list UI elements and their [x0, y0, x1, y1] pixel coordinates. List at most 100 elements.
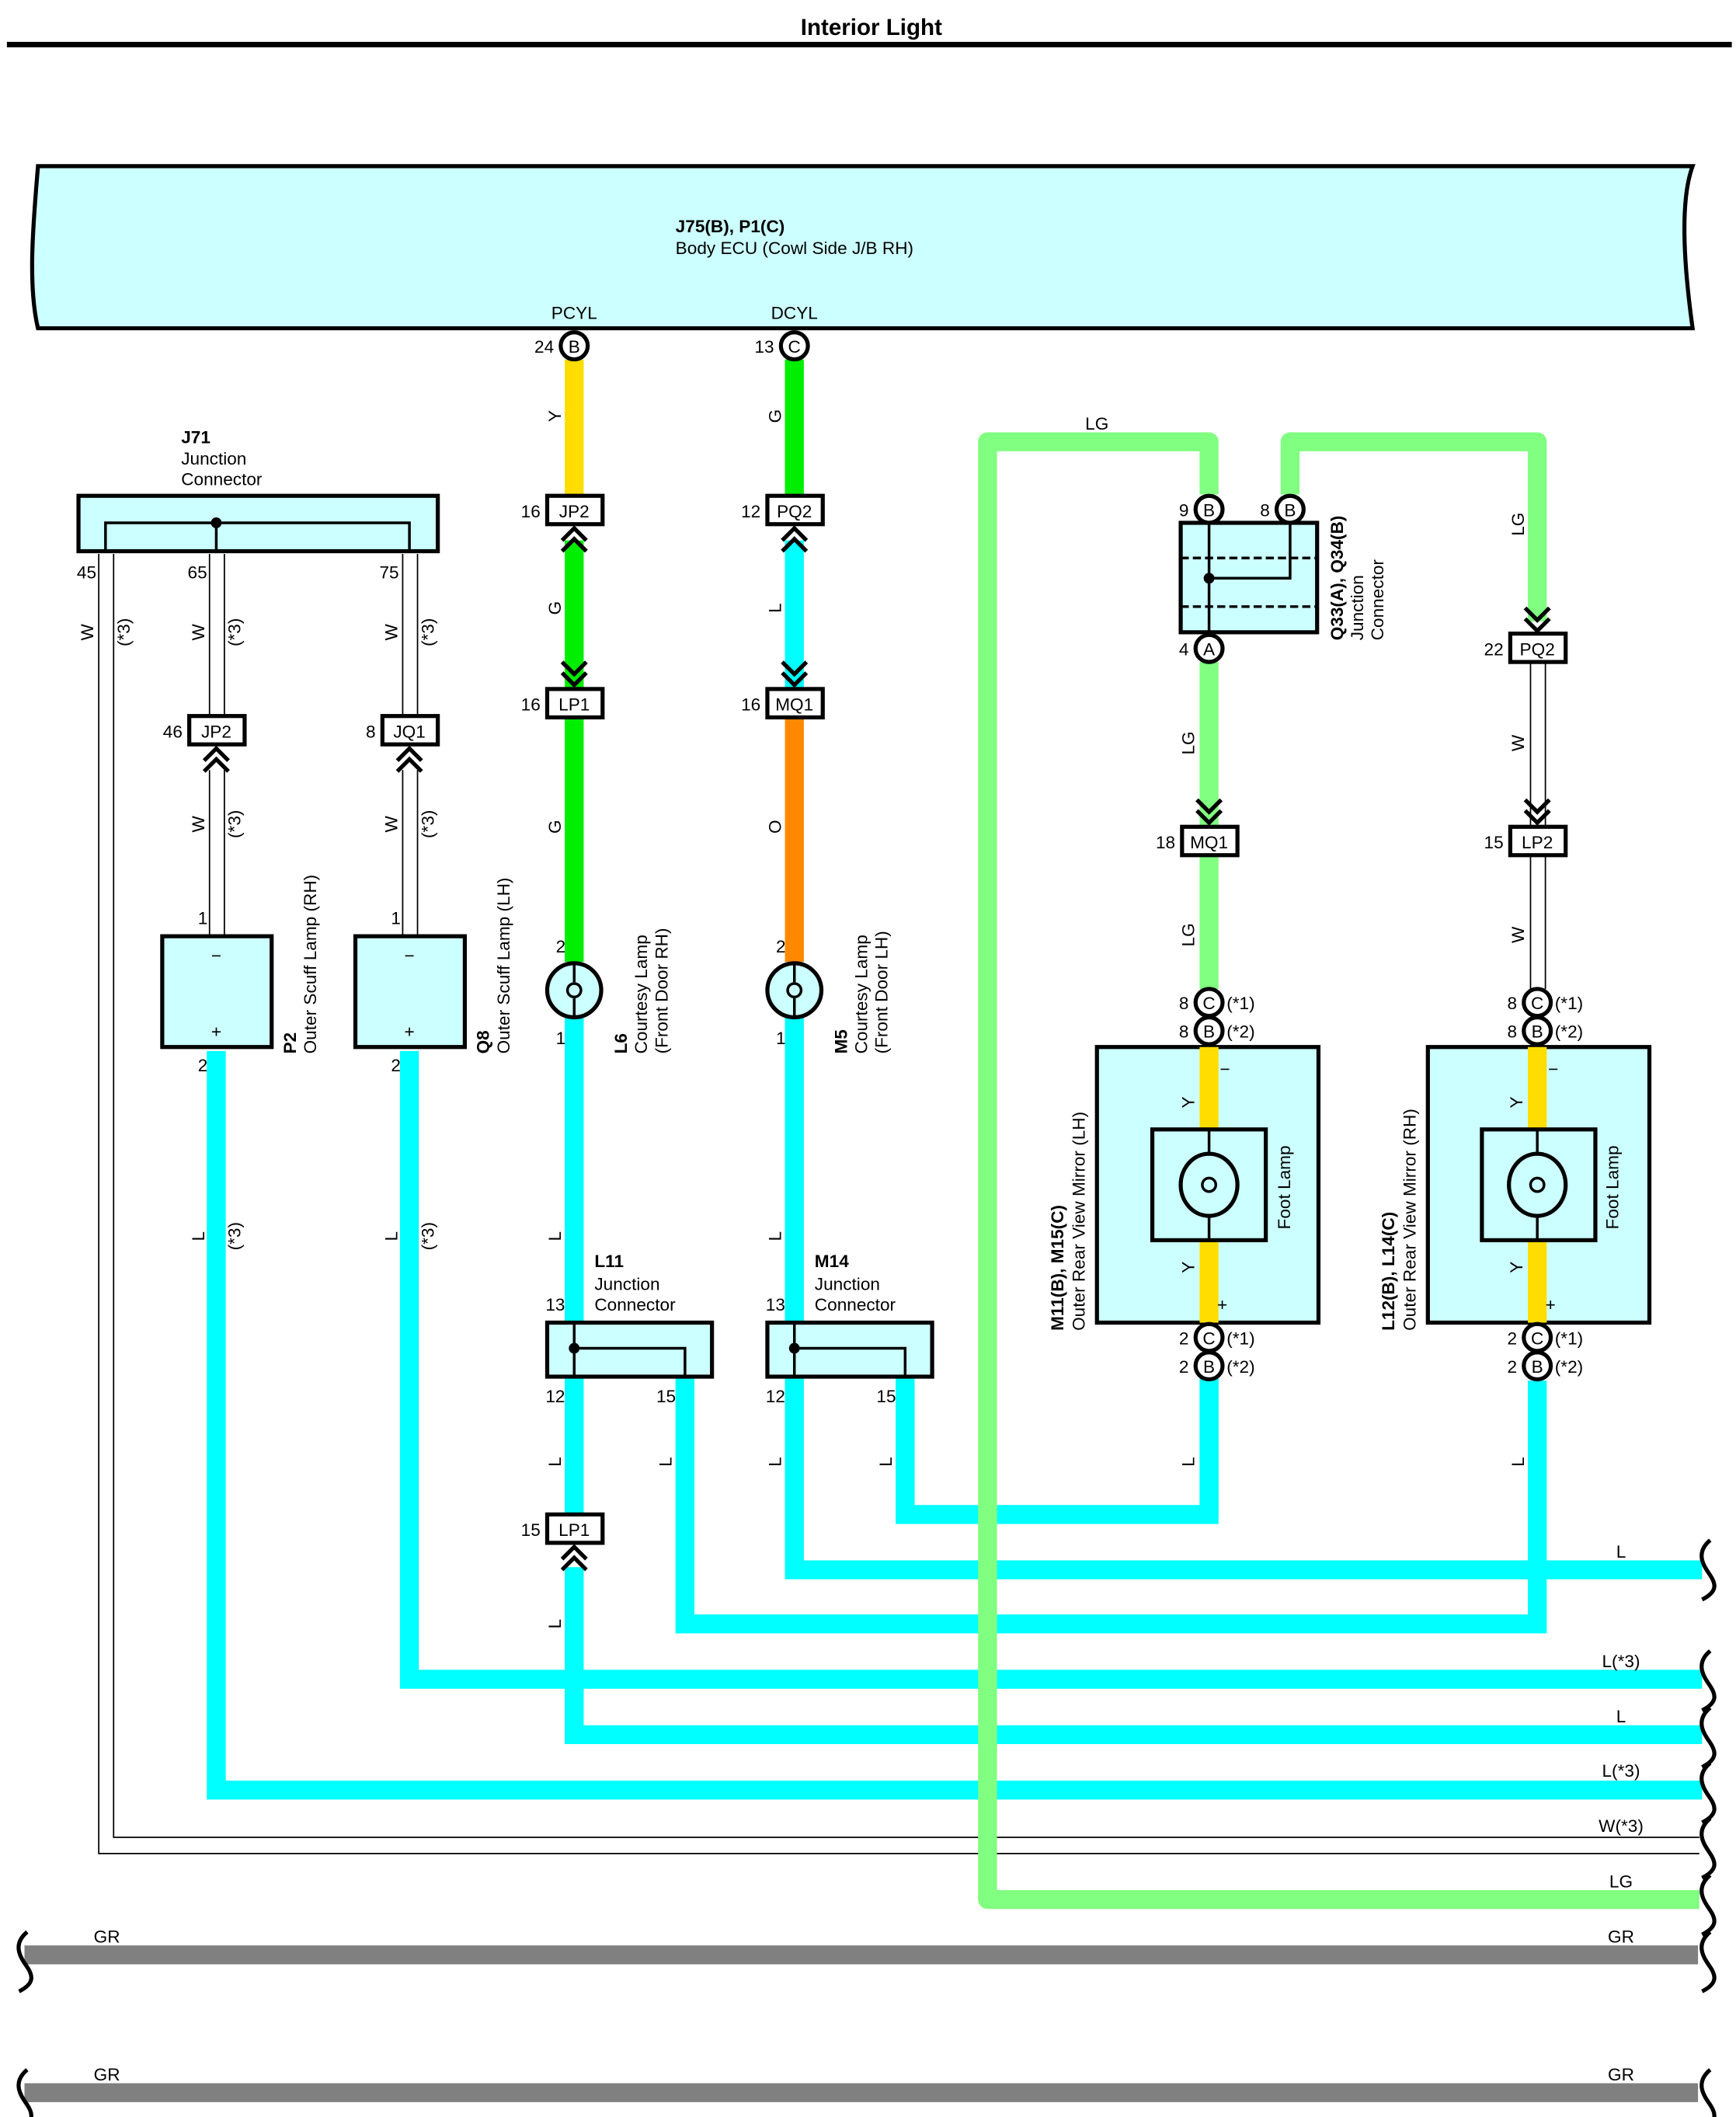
svg-text:12: 12 — [545, 1387, 565, 1406]
wire-l-l11-mirror-rh — [675, 1377, 1547, 1634]
svg-text:(*1): (*1) — [1226, 1328, 1254, 1348]
svg-text:L: L — [545, 1619, 565, 1629]
svg-text:2: 2 — [556, 937, 566, 956]
svg-text:M11(B), M15(C): M11(B), M15(C) — [1048, 1205, 1067, 1331]
svg-text:B: B — [1203, 1022, 1215, 1042]
svg-text:+: + — [211, 1022, 221, 1042]
svg-text:(*1): (*1) — [1226, 994, 1254, 1013]
svg-text:12: 12 — [766, 1387, 785, 1406]
chevron-up-icon — [560, 1544, 588, 1572]
chevron-up-icon — [202, 745, 230, 773]
connector-jq1-8[interactable]: JQ1 8 — [366, 714, 440, 773]
svg-text:2: 2 — [1508, 1357, 1518, 1377]
svg-text:(*3): (*3) — [225, 810, 245, 838]
svg-text:L11: L11 — [594, 1252, 624, 1271]
svg-text:L: L — [1616, 1707, 1626, 1726]
svg-text:LP1: LP1 — [558, 1520, 590, 1540]
svg-text:L(*3): L(*3) — [1602, 1761, 1640, 1781]
svg-text:O: O — [765, 820, 785, 834]
svg-text:+: + — [405, 1022, 415, 1042]
svg-text:MQ1: MQ1 — [775, 695, 813, 715]
svg-text:(*1): (*1) — [1555, 994, 1583, 1013]
svg-text:Foot Lamp: Foot Lamp — [1603, 1145, 1623, 1229]
p2-outer-scuff-lamp-rh[interactable]: 1 − + 2 P2 Outer Scuff Lamp (RH) — [160, 875, 320, 1075]
connector-jp2-16[interactable]: JP2 16 — [521, 493, 605, 553]
q8-outer-scuff-lamp-lh[interactable]: 1 − + 2 Q8 Outer Scuff Lamp (LH) — [353, 878, 513, 1075]
m14-junction-connector[interactable]: M14 Junction Connector 13 12 15 — [765, 1252, 934, 1406]
svg-text:−: − — [1548, 1060, 1558, 1079]
svg-text:Junction: Junction — [594, 1275, 659, 1294]
svg-text:Q33(A), Q34(B): Q33(A), Q34(B) — [1327, 516, 1347, 641]
chevron-up-icon — [560, 525, 588, 553]
svg-text:L: L — [545, 1457, 565, 1467]
svg-text:P2: P2 — [280, 1032, 300, 1054]
connector-pq2-12[interactable]: PQ2 12 — [741, 493, 825, 553]
svg-text:15: 15 — [876, 1387, 896, 1406]
svg-text:Y: Y — [1178, 1096, 1198, 1108]
svg-text:+: + — [1546, 1295, 1556, 1314]
svg-text:L(*3): L(*3) — [1602, 1652, 1640, 1671]
svg-text:B: B — [1203, 500, 1215, 520]
wire-lg-loop — [978, 432, 1699, 1910]
svg-text:JQ1: JQ1 — [393, 722, 425, 741]
page-title: Interior Light — [801, 15, 942, 40]
svg-text:2: 2 — [776, 937, 786, 956]
svg-text:2: 2 — [198, 1056, 208, 1075]
ecu-pin-24[interactable]: B 24 — [534, 330, 590, 362]
l11-junction-connector[interactable]: L11 Junction Connector 13 12 15 — [544, 1252, 715, 1406]
connector-pq2-22[interactable]: PQ2 22 — [1484, 606, 1568, 664]
wire-w-pq2-lp2 — [1529, 662, 1546, 989]
connector-mq1-16[interactable]: MQ1 16 — [741, 660, 825, 720]
svg-text:L: L — [189, 1231, 208, 1241]
wire-l-exit-1 — [785, 1377, 1703, 1579]
svg-text:75: 75 — [379, 562, 398, 582]
body-ecu-block[interactable] — [30, 164, 1696, 331]
svg-text:(*2): (*2) — [1226, 1357, 1254, 1377]
svg-text:C: C — [788, 337, 801, 357]
ecu-pin-13[interactable]: C 13 — [754, 330, 810, 362]
svg-text:L: L — [656, 1457, 675, 1467]
bulb-icon — [1507, 1151, 1568, 1218]
svg-text:Courtesy Lamp: Courtesy Lamp — [631, 935, 651, 1053]
q33-q34-junction-connector[interactable]: B 9 B 8 A 4 Q33(A), Q34(B) Junction Conn… — [1178, 493, 1387, 664]
svg-text:LG: LG — [1609, 1872, 1633, 1891]
ecu-signal-pcyl: PCYL — [551, 303, 597, 322]
svg-text:PQ2: PQ2 — [1520, 639, 1555, 659]
chevron-down-icon — [1523, 606, 1551, 634]
svg-text:LG: LG — [1085, 414, 1108, 433]
svg-text:Junction: Junction — [815, 1275, 880, 1294]
connector-lp1-16[interactable]: LP1 16 — [521, 660, 605, 720]
wire-l-m14-mirror-lh — [896, 1377, 1219, 1524]
svg-text:B: B — [569, 337, 580, 357]
svg-text:1: 1 — [198, 908, 208, 928]
svg-text:(*3): (*3) — [225, 1222, 245, 1250]
connector-lp1-15[interactable]: LP1 15 — [521, 1512, 605, 1572]
svg-text:B: B — [1284, 500, 1296, 520]
mirror-lh-m11-m15[interactable]: − + Y Y Foot Lamp M11(B), M15(C) Outer R… — [1048, 987, 1321, 1382]
ecu-code: J75(B), P1(C) — [676, 217, 785, 236]
connector-jp2-46[interactable]: JP2 46 — [163, 714, 247, 773]
svg-text:M14: M14 — [815, 1252, 849, 1271]
connector-mq1-18[interactable]: MQ1 18 — [1156, 798, 1240, 858]
svg-text:W: W — [1508, 734, 1528, 751]
svg-text:15: 15 — [656, 1387, 676, 1406]
l6-courtesy-lamp-front-door-rh[interactable]: 2 1 L6 Courtesy Lamp (Front Door RH) — [544, 928, 671, 1053]
svg-text:16: 16 — [741, 695, 760, 715]
svg-text:Connector: Connector — [181, 469, 263, 489]
svg-text:G: G — [545, 601, 565, 615]
svg-text:2: 2 — [1179, 1357, 1189, 1377]
m5-courtesy-lamp-front-door-lh[interactable]: 2 1 M5 Courtesy Lamp (Front Door LH) — [765, 931, 892, 1053]
chevron-down-icon — [1195, 798, 1223, 826]
svg-text:Courtesy Lamp: Courtesy Lamp — [852, 935, 871, 1053]
svg-text:Outer Rear View Mirror (LH): Outer Rear View Mirror (LH) — [1070, 1112, 1089, 1331]
svg-text:8: 8 — [1179, 1022, 1189, 1042]
svg-text:(*3): (*3) — [114, 618, 134, 646]
svg-text:L: L — [765, 1457, 785, 1467]
svg-text:45: 45 — [77, 562, 96, 582]
svg-text:GR: GR — [1608, 1927, 1634, 1947]
mirror-rh-l12-l14[interactable]: − + Y Y Foot Lamp L12(B), L14(C) Outer R… — [1379, 987, 1652, 1382]
j71-junction-connector[interactable]: J71 Junction Connector 45 65 75 — [76, 427, 440, 582]
svg-text:16: 16 — [521, 502, 541, 521]
svg-text:J71: J71 — [181, 427, 210, 447]
connector-lp2-15[interactable]: LP2 15 — [1484, 798, 1568, 858]
